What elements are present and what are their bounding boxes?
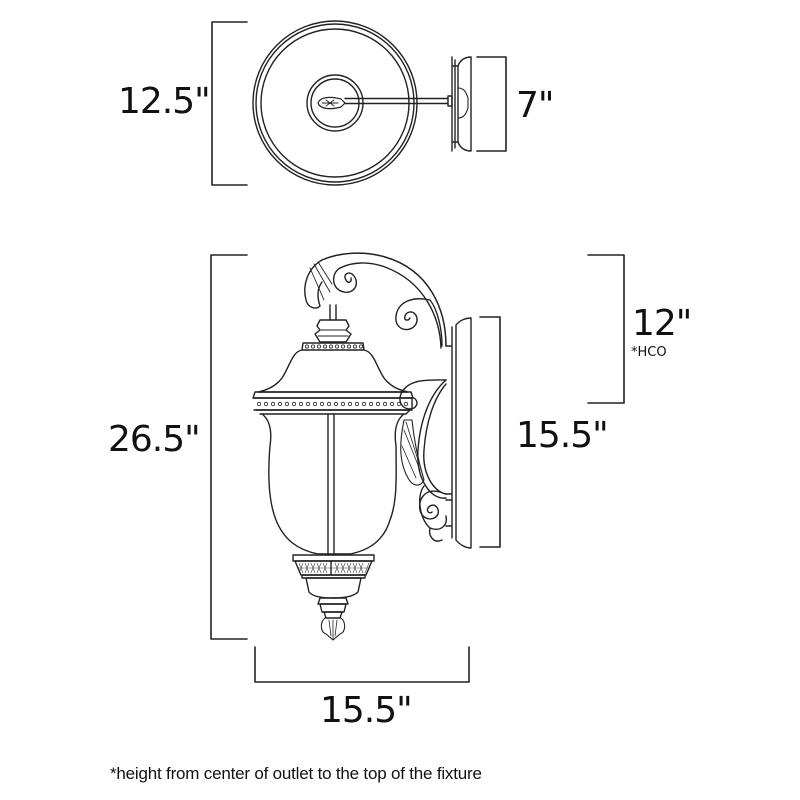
top-view-height-label: 12.5": [118, 81, 211, 122]
backplate-height-label: 15.5": [516, 415, 609, 456]
side-arm: [321, 252, 447, 347]
side-backplate: [451, 317, 472, 549]
top-view-height-bracket: [211, 21, 248, 186]
hco-bracket: [587, 254, 625, 404]
width-label: 15.5": [320, 690, 413, 731]
overall-height-label: 26.5": [108, 419, 201, 460]
top-view-arm: [344, 97, 449, 105]
top-view-drawing: [211, 20, 507, 186]
lantern-glass: [261, 413, 405, 555]
footnote: *height from center of outlet to the top…: [110, 764, 482, 783]
width-bracket: [254, 646, 470, 683]
side-view-drawing: [210, 252, 625, 683]
lantern-bottom-finial: [320, 617, 346, 641]
lantern-cap: [314, 319, 352, 343]
lantern-bottom-collar: [292, 554, 375, 562]
backplate-height-bracket: [479, 316, 501, 548]
top-view-extension-label: 7": [516, 85, 554, 126]
top-view-backplate: [451, 56, 459, 152]
lantern-roof: [257, 349, 409, 393]
hco-note-label: *HCO: [631, 345, 667, 360]
overall-height-bracket: [210, 254, 248, 640]
top-view-extension-bracket: [476, 56, 507, 152]
hco-height-label: 12": [632, 303, 692, 344]
